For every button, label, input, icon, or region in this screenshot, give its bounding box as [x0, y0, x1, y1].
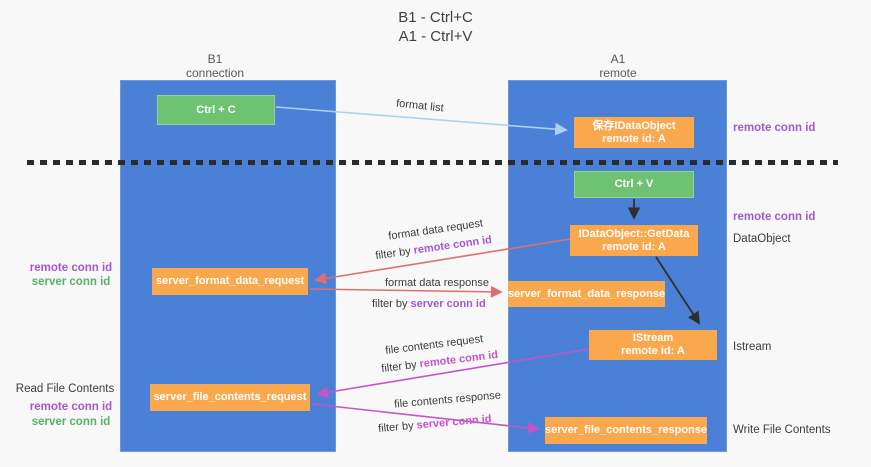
istream-box: IStream remote id: A: [589, 330, 717, 360]
getdata-line1: IDataObject::GetData: [578, 227, 690, 240]
server-conn-id-text: server conn id: [410, 298, 486, 310]
diagram-title: B1 - Ctrl+C A1 - Ctrl+V: [0, 8, 871, 46]
istream-side-label: Istream: [733, 341, 772, 353]
column-a1-name: A1: [610, 52, 626, 66]
istream-line1: IStream: [632, 332, 674, 344]
ctrl-v-label: Ctrl + V: [614, 178, 654, 190]
file-response-filter-label: filter by server conn id: [378, 413, 492, 435]
column-header-a1: A1 remote: [548, 52, 688, 80]
column-b1-name: B1: [207, 52, 223, 66]
filter-by-text: filter by: [374, 244, 415, 263]
filter-by-text: filter by: [372, 298, 411, 310]
file-contents-response-label: file contents response: [393, 389, 502, 411]
left-server-conn-id-bottom: server conn id: [31, 416, 111, 428]
left-remote-conn-id-top: remote conn id: [29, 262, 113, 274]
column-b1-role: connection: [185, 66, 245, 80]
filter-by-text: filter by: [380, 358, 421, 376]
column-a1-role: remote: [599, 66, 637, 80]
right-remote-conn-id-top: remote conn id: [733, 122, 816, 134]
filter-by-text: filter by: [377, 419, 418, 435]
save-idataobject-line1: 保存IDataObject: [592, 119, 676, 132]
ctrl-c-label: Ctrl + C: [196, 103, 236, 116]
idataobject-getdata-box: IDataObject::GetData remote id: A: [570, 225, 698, 256]
server-file-contents-request-label: server_file_contents_request: [153, 391, 307, 403]
column-header-b1: B1 connection: [145, 52, 285, 80]
format-data-response-label: format data response: [385, 277, 489, 289]
read-file-contents-label: Read File Contents: [15, 383, 115, 395]
server-format-data-response-box: server_format_data_response: [508, 281, 665, 307]
server-file-contents-request-box: server_file_contents_request: [150, 384, 310, 411]
right-remote-conn-id-mid: remote conn id: [733, 211, 816, 223]
server-format-data-request-label: server_format_data_request: [156, 275, 304, 287]
server-format-data-request-box: server_format_data_request: [152, 268, 308, 295]
title-line-1: B1 - Ctrl+C: [398, 9, 473, 26]
ctrl-c-box: Ctrl + C: [157, 95, 275, 125]
arrow-format-data-response: [309, 285, 503, 298]
left-server-conn-id-top: server conn id: [31, 276, 111, 288]
ctrl-v-box: Ctrl + V: [574, 171, 694, 198]
getdata-line2: remote id: A: [602, 240, 666, 253]
server-format-data-response-label: server_format_data_response: [507, 287, 666, 300]
phase-separator-dashed-line: [27, 160, 838, 165]
format-list-label: format list: [395, 97, 445, 115]
server-conn-id-text: server conn id: [416, 413, 493, 432]
server-file-contents-response-label: server_file_contents_response: [544, 424, 708, 436]
title-line-2: A1 - Ctrl+V: [398, 28, 473, 45]
remote-conn-id-text: remote conn id: [418, 348, 499, 371]
istream-line2: remote id: A: [621, 345, 685, 357]
save-idataobject-line2: remote id: A: [602, 132, 666, 145]
dataobject-label: DataObject: [733, 233, 791, 245]
write-file-contents-label: Write File Contents: [733, 424, 831, 436]
left-remote-conn-id-bottom: remote conn id: [29, 401, 113, 413]
save-idataobject-box: 保存IDataObject remote id: A: [574, 117, 694, 148]
server-file-contents-response-box: server_file_contents_response: [545, 417, 707, 444]
format-response-filter-label: filter by server conn id: [372, 298, 486, 310]
